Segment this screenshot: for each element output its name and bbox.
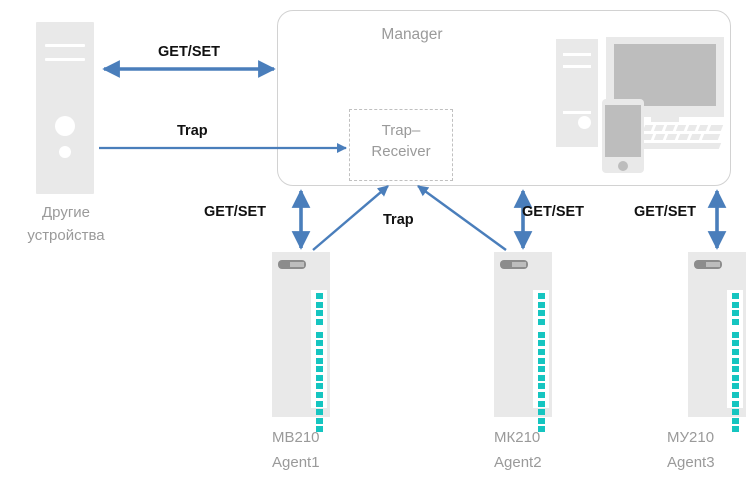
workstation-screen [614, 44, 716, 106]
agent1-label: МВ210 Agent1 [272, 429, 320, 471]
workstation-phone-icon [602, 99, 644, 173]
arrow-trap-agent2-receiver [417, 185, 507, 251]
module-led-strip [311, 290, 327, 433]
module-connector-icon [500, 260, 528, 269]
tower-indicator-icon [59, 146, 71, 158]
agent2-module-icon [494, 252, 552, 433]
manager-title: Manager [381, 26, 443, 43]
label-getset-agent2: GET/SET [522, 204, 585, 220]
agent3-label: МУ210 Agent3 [667, 429, 715, 471]
agent3-module-icon [688, 252, 746, 433]
workstation-tower-icon [556, 39, 598, 147]
trap-receiver-label: Trap– Receiver [371, 122, 431, 160]
agent1-module-icon [272, 252, 330, 433]
workstation-monitor-stand [651, 117, 679, 122]
tower-slot-bottom [45, 58, 85, 61]
arrow-trap-agent1-receiver [312, 185, 389, 251]
manager-workstation-icon [556, 27, 726, 173]
label-trap-agents-receiver: Trap [383, 212, 414, 228]
module-led-strip [727, 290, 743, 433]
agent2-label: МК210 Agent2 [494, 429, 542, 471]
label-getset-tower-manager: GET/SET [158, 44, 221, 60]
label-trap-tower-receiver: Trap [177, 123, 208, 139]
other-devices-tower-icon [36, 22, 94, 194]
label-getset-agent3: GET/SET [634, 204, 697, 220]
module-led-strip [533, 290, 549, 433]
tower-power-button-icon [55, 116, 75, 136]
other-devices-label: Другие устройства [27, 204, 105, 244]
tower-slot-top [45, 44, 85, 47]
module-connector-icon [694, 260, 722, 269]
trap-receiver-box [349, 109, 453, 181]
label-getset-agent1: GET/SET [204, 204, 267, 220]
module-connector-icon [278, 260, 306, 269]
